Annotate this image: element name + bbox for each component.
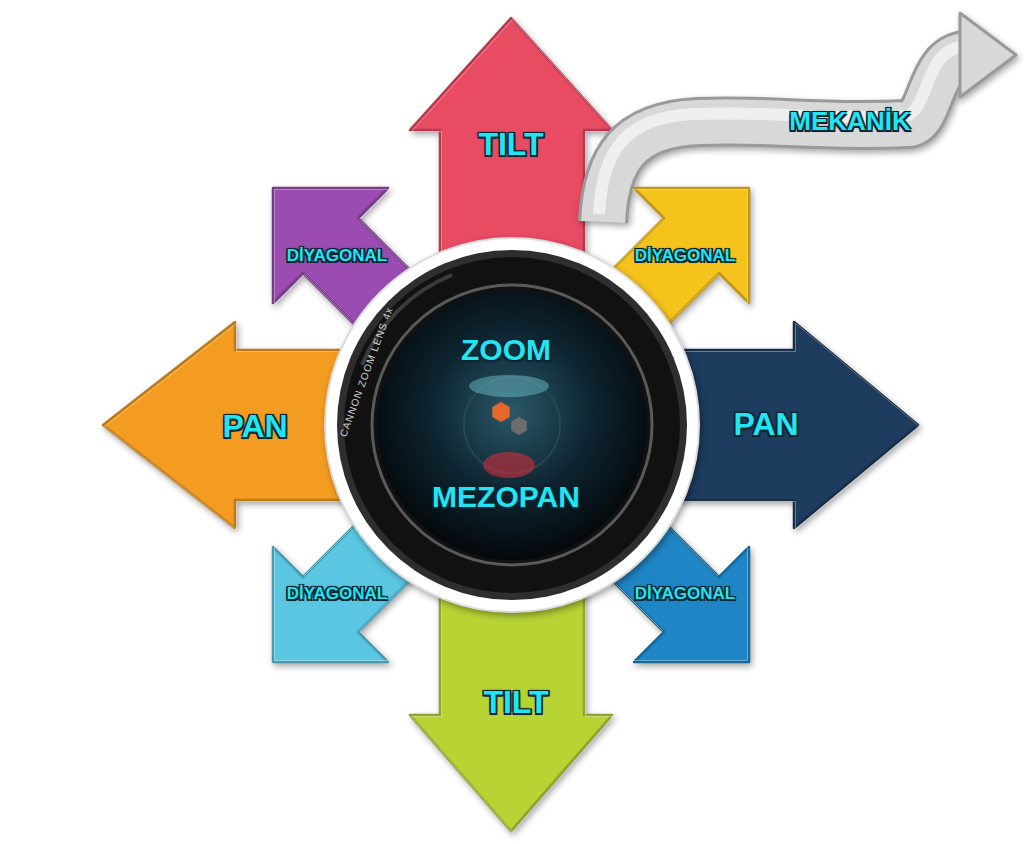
arrow-label: DİYAGONAL xyxy=(635,585,735,603)
arrow-highlight xyxy=(275,496,440,661)
arrow-highlight xyxy=(674,324,920,530)
arrow-highlight xyxy=(412,20,614,270)
arrow-label: DİYAGONAL xyxy=(635,247,735,265)
arrow-label: TILT xyxy=(478,128,543,162)
direction-arrow: PAN xyxy=(672,322,920,528)
lens-aperture xyxy=(511,417,527,435)
lens-barrel-inner xyxy=(344,257,680,593)
arrow-highlight xyxy=(412,587,614,833)
curved-arrow-head xyxy=(960,13,1016,97)
arrow-group xyxy=(410,18,614,270)
arrow-group xyxy=(273,496,440,663)
direction-arrow: TILT xyxy=(408,585,614,833)
arrow-body xyxy=(273,497,438,662)
arrow-label: MEKANİK xyxy=(789,108,910,135)
arrow-highlight xyxy=(583,496,748,661)
arrow-body xyxy=(410,585,612,831)
arrow-label: PAN xyxy=(733,408,798,442)
arrow-label: TILT xyxy=(483,686,548,720)
arrow-body xyxy=(584,497,749,662)
lens-circle: ZOOM MEZOPAN xyxy=(323,236,701,614)
arrow-group xyxy=(583,496,750,663)
arrow-highlight xyxy=(105,324,350,530)
lens-reflection xyxy=(483,452,535,478)
arrow-group xyxy=(410,585,614,833)
lens-glass xyxy=(377,290,647,560)
arrow-label: PAN xyxy=(222,410,287,444)
arrow-group xyxy=(672,322,920,530)
lens-reflection xyxy=(469,375,549,397)
direction-arrow: PAN xyxy=(103,322,348,528)
arrow-shape xyxy=(323,236,701,614)
lens-barrel xyxy=(337,250,687,600)
arrow-body xyxy=(103,322,348,528)
lens-aperture xyxy=(492,402,509,422)
arrow-body xyxy=(672,322,918,528)
lens-label: MEZOPAN xyxy=(432,481,580,513)
arrow-label: DİYAGONAL xyxy=(287,247,387,265)
arrow-body xyxy=(410,18,612,268)
arrow-label: DİYAGONAL xyxy=(287,585,387,603)
lens-shine xyxy=(362,275,452,365)
lens-ring xyxy=(372,285,652,565)
direction-arrow: TILT xyxy=(408,18,614,268)
arrow-group xyxy=(103,322,350,530)
lens-label: ZOOM xyxy=(461,334,551,366)
lens-rim xyxy=(325,238,699,612)
